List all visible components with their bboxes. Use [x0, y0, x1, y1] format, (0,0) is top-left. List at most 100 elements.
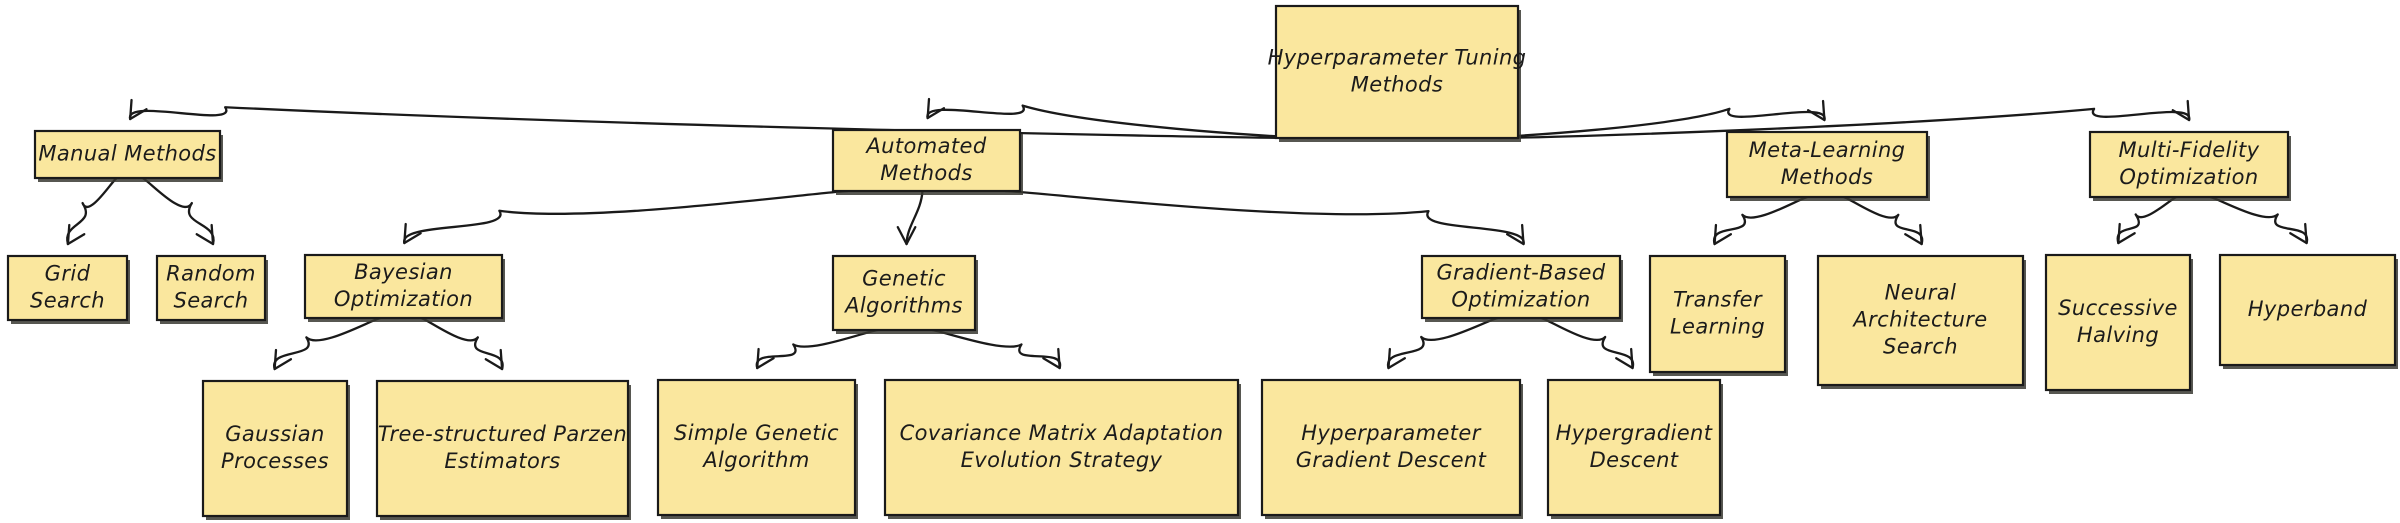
arrowhead-icon — [1806, 99, 1826, 122]
arrowhead-icon — [756, 347, 775, 370]
edge-manual-to-grid — [66, 176, 118, 246]
arrowhead-icon — [484, 348, 504, 371]
edge-manual-to-random — [141, 176, 215, 246]
arrowhead-icon — [129, 98, 148, 121]
edge-multifid-to-hyperband — [2209, 195, 2309, 245]
node-box[interactable] — [2044, 253, 2192, 392]
edge-gradient-to-hgd — [1387, 316, 1499, 370]
node-box[interactable] — [1546, 378, 1722, 517]
arrowhead-icon — [66, 223, 86, 246]
node-box[interactable] — [1420, 254, 1622, 320]
edge-genetic-to-cmaes — [931, 328, 1061, 370]
arrowhead-icon — [926, 97, 946, 120]
arrowhead-icon — [1904, 223, 1923, 246]
arrowhead-icon — [1387, 347, 1406, 370]
node-box[interactable] — [831, 254, 977, 332]
edge-bayes-to-tpe — [420, 316, 504, 371]
node-box[interactable] — [1816, 254, 2025, 387]
node-manual[interactable]: Manual Methods — [33, 129, 223, 182]
edge-bayes-to-gp — [273, 316, 382, 371]
arrowhead-icon — [403, 222, 422, 245]
node-box[interactable] — [201, 379, 349, 518]
arrowhead-icon — [1042, 347, 1061, 370]
node-box[interactable] — [33, 129, 222, 180]
edge-meta-to-transfer — [1713, 195, 1809, 246]
node-label: Hyperband — [2248, 297, 2368, 321]
arrowhead-icon — [2117, 222, 2136, 245]
node-box[interactable] — [656, 378, 857, 517]
node-box[interactable] — [6, 254, 129, 322]
arrowhead-icon — [2289, 222, 2308, 245]
node-hyperband[interactable]: Hyperband — [2218, 253, 2398, 369]
node-box[interactable] — [1274, 4, 1520, 140]
edge-layer — [66, 97, 2309, 371]
edge-automated-to-gradient — [1003, 189, 1525, 246]
edge-root-to-multifid — [1497, 99, 2191, 140]
arrowhead-icon — [273, 348, 293, 371]
edge-gradient-to-hypergrad — [1540, 316, 1635, 370]
edge-multifid-to-succhalv — [2116, 195, 2178, 245]
node-box[interactable] — [155, 254, 267, 322]
node-box[interactable] — [1725, 130, 1929, 199]
node-box[interactable] — [1648, 254, 1787, 374]
edge-root-to-manual — [129, 98, 1297, 140]
node-box[interactable] — [883, 378, 1240, 517]
arrowhead-icon — [2171, 99, 2191, 122]
edge-meta-to-nas — [1842, 195, 1924, 246]
edge-automated-to-genetic — [896, 189, 924, 246]
edge-genetic-to-sga — [755, 328, 879, 370]
edge-root-to-meta — [1473, 99, 1826, 140]
arrowhead-icon — [1713, 223, 1733, 246]
node-box[interactable] — [1260, 378, 1522, 517]
node-box[interactable] — [375, 379, 630, 518]
node-box[interactable] — [2218, 253, 2397, 367]
node-box[interactable] — [303, 253, 504, 320]
node-box[interactable] — [2088, 130, 2290, 199]
edge-root-to-automated — [926, 97, 1314, 140]
arrowhead-icon — [1506, 223, 1525, 246]
arrowhead-icon — [195, 223, 215, 246]
arrowhead-icon — [896, 225, 917, 246]
node-box[interactable] — [831, 128, 1022, 193]
node-label: Manual Methods — [38, 142, 216, 166]
